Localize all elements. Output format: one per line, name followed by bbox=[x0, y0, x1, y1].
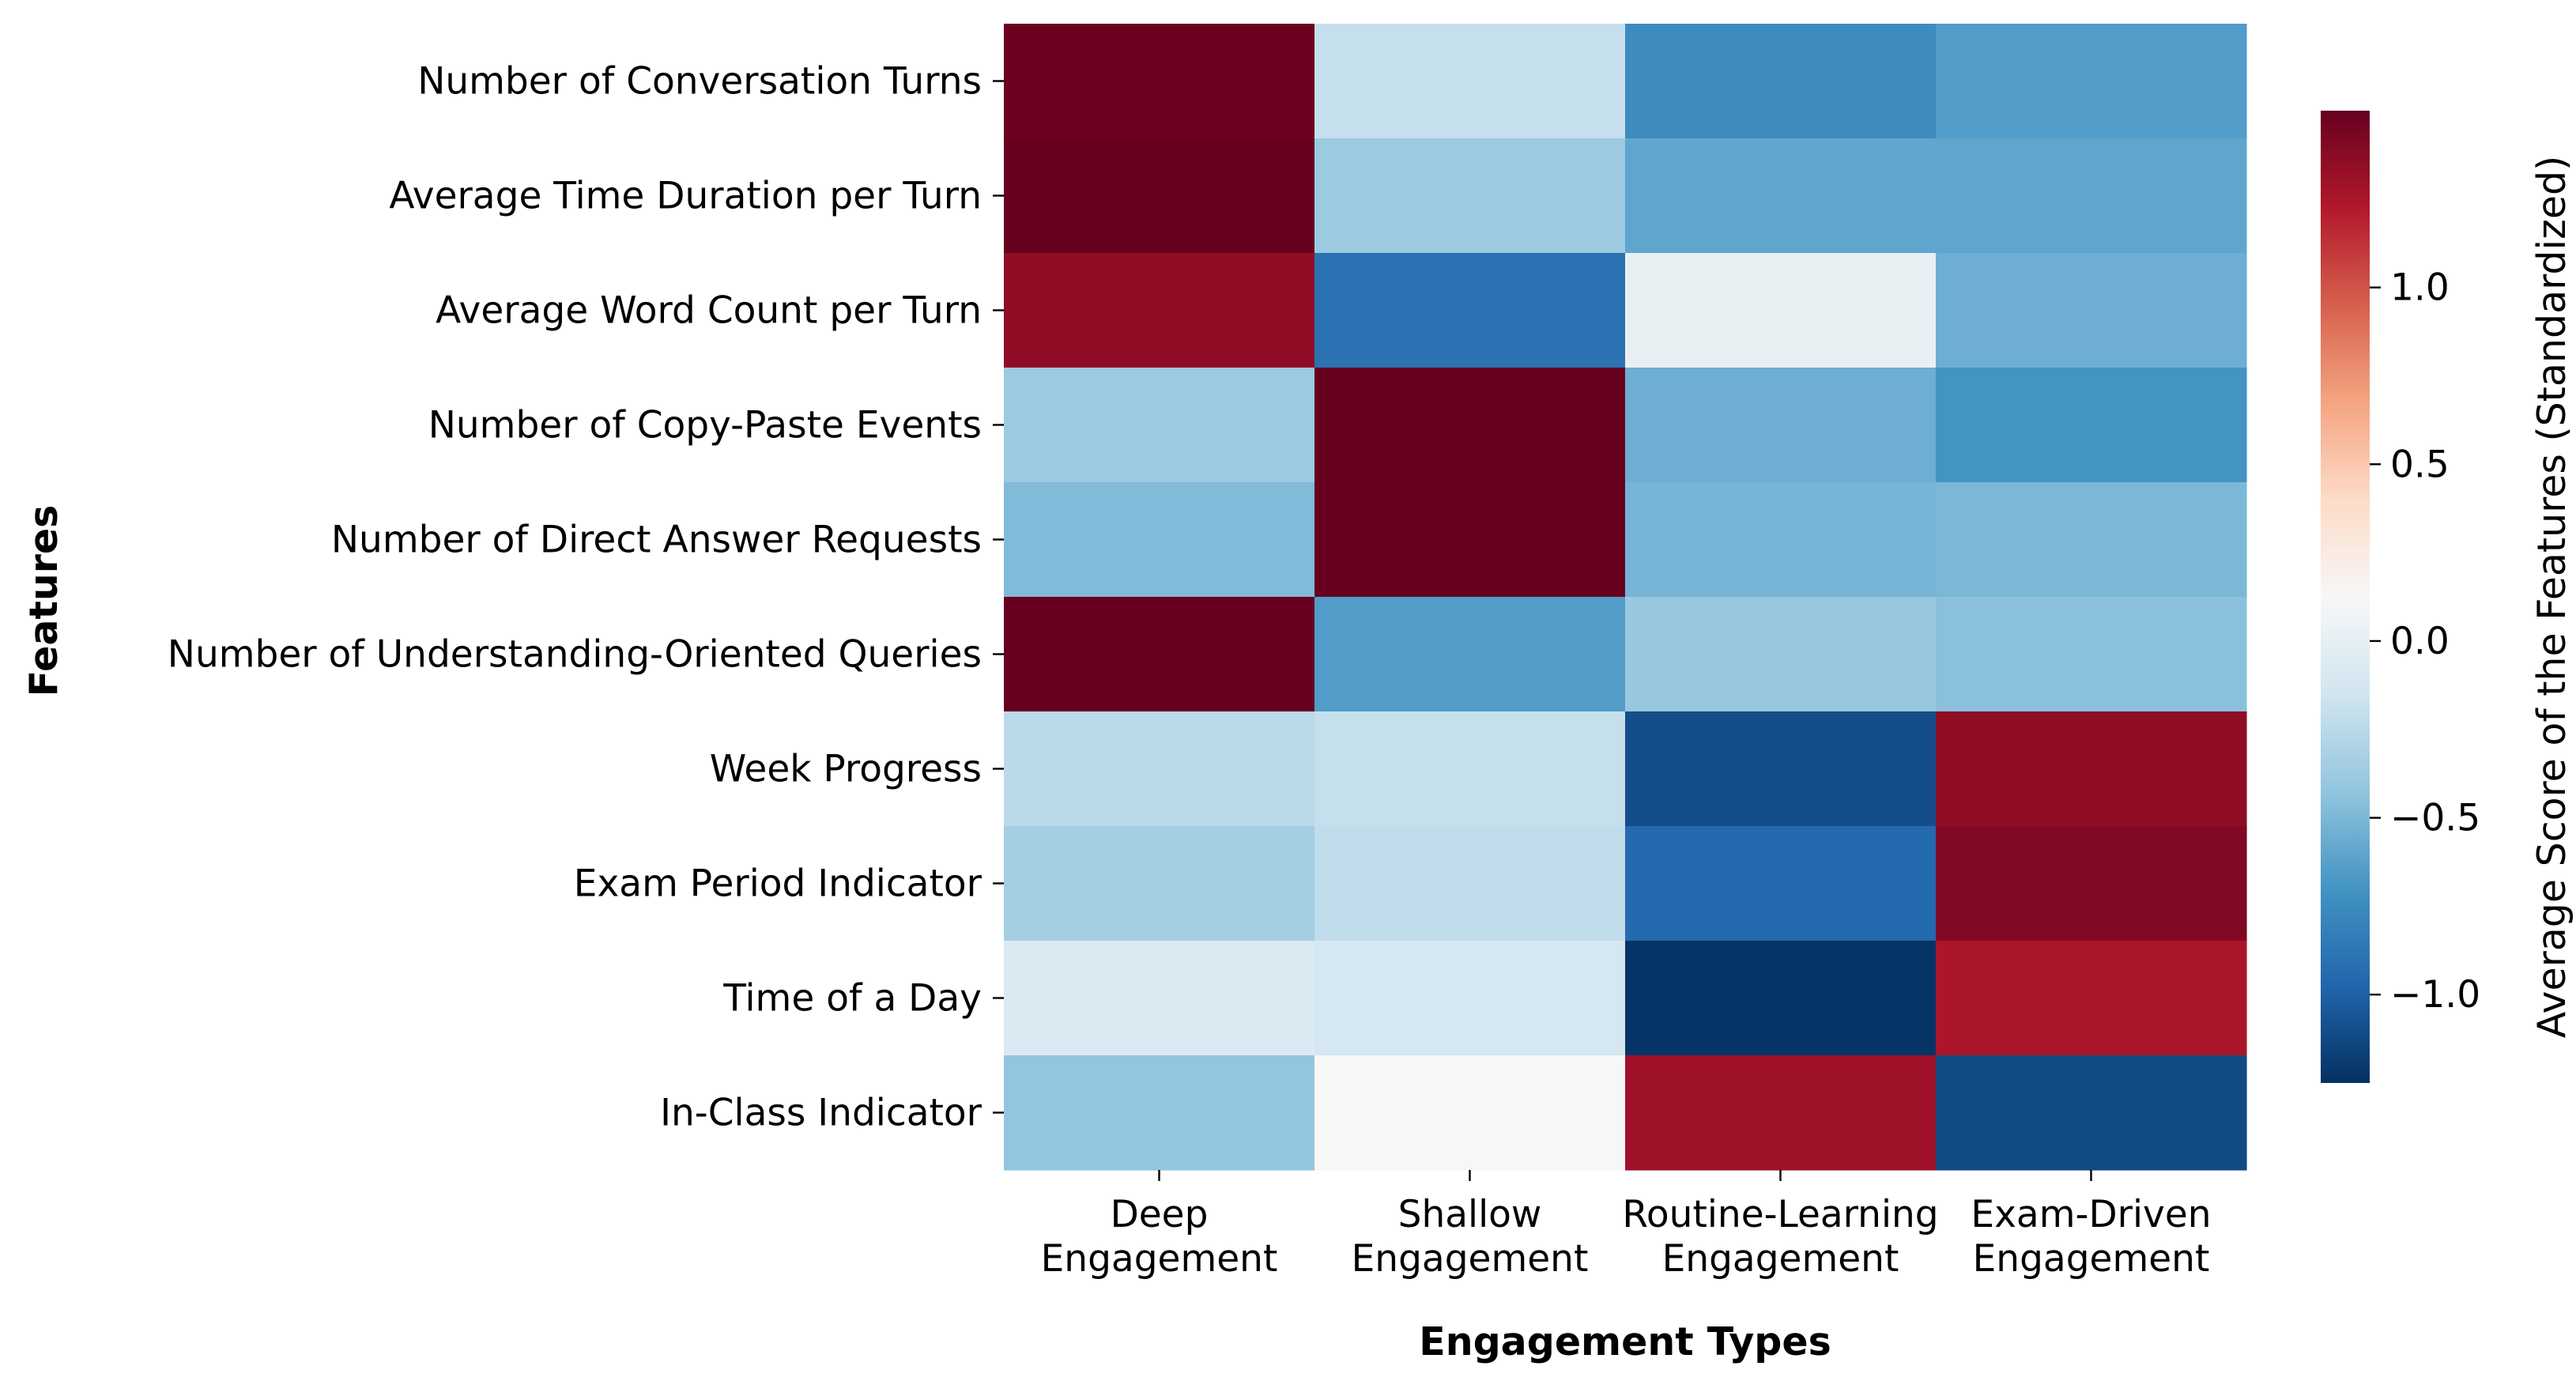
heatmap-cell bbox=[1314, 138, 1626, 254]
heatmap-cell bbox=[1314, 941, 1626, 1056]
heatmap-cell bbox=[1936, 368, 2247, 483]
heatmap-cell bbox=[1936, 1055, 2247, 1171]
y-tick-label: Number of Direct Answer Requests bbox=[331, 519, 982, 562]
heatmap-cell bbox=[1625, 253, 1937, 368]
y-tick-label: Exam Period Indicator bbox=[574, 862, 983, 906]
colorbar-tick-label: 1.0 bbox=[2390, 266, 2450, 310]
heatmap-cell bbox=[1314, 253, 1626, 368]
heatmap-cell bbox=[1004, 482, 1315, 598]
heatmap-cell bbox=[1936, 826, 2247, 941]
colorbar-tick-label: −0.5 bbox=[2390, 797, 2480, 840]
heatmap-cell bbox=[1004, 1055, 1315, 1171]
heatmap-cell bbox=[1936, 597, 2247, 712]
heatmap-cell bbox=[1004, 941, 1315, 1056]
y-tick-label: In-Class Indicator bbox=[660, 1092, 983, 1135]
heatmap-cell bbox=[1936, 482, 2247, 598]
colorbar-label: Average Score of the Features (Standardi… bbox=[2529, 156, 2574, 1038]
heatmap-cell bbox=[1936, 24, 2247, 139]
heatmap-cell bbox=[1936, 711, 2247, 827]
heatmap-cell bbox=[1314, 711, 1626, 827]
heatmap-cell bbox=[1625, 138, 1937, 254]
y-tick-label: Number of Understanding-Oriented Queries bbox=[168, 633, 982, 677]
heatmap-cell bbox=[1004, 711, 1315, 827]
y-tick-label: Time of a Day bbox=[722, 977, 982, 1021]
heatmap-cell bbox=[1936, 253, 2247, 368]
heatmap-cell bbox=[1625, 826, 1937, 941]
heatmap-cell bbox=[1936, 138, 2247, 254]
heatmap-cell bbox=[1625, 24, 1937, 139]
heatmap-cell bbox=[1004, 826, 1315, 941]
colorbar-tick-label: −1.0 bbox=[2390, 973, 2480, 1017]
heatmap-cell bbox=[1625, 482, 1937, 598]
heatmap-cell bbox=[1625, 597, 1937, 712]
colorbar-tick-label: 0.5 bbox=[2390, 443, 2450, 486]
heatmap-cell bbox=[1625, 368, 1937, 483]
colorbar bbox=[2321, 111, 2370, 1083]
y-axis-label: Features bbox=[21, 505, 66, 697]
heatmap-cell bbox=[1625, 711, 1937, 827]
heatmap-cell bbox=[1314, 24, 1626, 139]
colorbar-ticks: 1.0 0.5 0.0 −0.5 −1.0 bbox=[2370, 266, 2480, 1017]
heatmap-cell bbox=[1314, 826, 1626, 941]
y-tick-label: Average Time Duration per Turn bbox=[389, 175, 982, 218]
heatmap-cell bbox=[1314, 482, 1626, 598]
heatmap-cell bbox=[1004, 597, 1315, 712]
heatmap-cell bbox=[1625, 1055, 1937, 1171]
heatmap-cell bbox=[1314, 1055, 1626, 1171]
heatmap-cell bbox=[1004, 368, 1315, 483]
heatmap-cell bbox=[1314, 597, 1626, 712]
y-tick-label: Number of Copy-Paste Events bbox=[428, 404, 982, 447]
heatmap-cells bbox=[1004, 24, 2247, 1171]
heatmap-cell bbox=[1314, 368, 1626, 483]
y-tick-label: Week Progress bbox=[710, 748, 982, 791]
x-axis-label: Engagement Types bbox=[1419, 1319, 1831, 1364]
heatmap-cell bbox=[1004, 253, 1315, 368]
y-tick-label: Average Word Count per Turn bbox=[436, 289, 982, 333]
heatmap-cell bbox=[1625, 941, 1937, 1056]
heatmap-cell bbox=[1004, 138, 1315, 254]
heatmap-cell bbox=[1936, 941, 2247, 1056]
y-tick-label: Number of Conversation Turns bbox=[417, 60, 982, 104]
heatmap-cell bbox=[1004, 24, 1315, 139]
colorbar-tick-label: 0.0 bbox=[2390, 620, 2450, 663]
